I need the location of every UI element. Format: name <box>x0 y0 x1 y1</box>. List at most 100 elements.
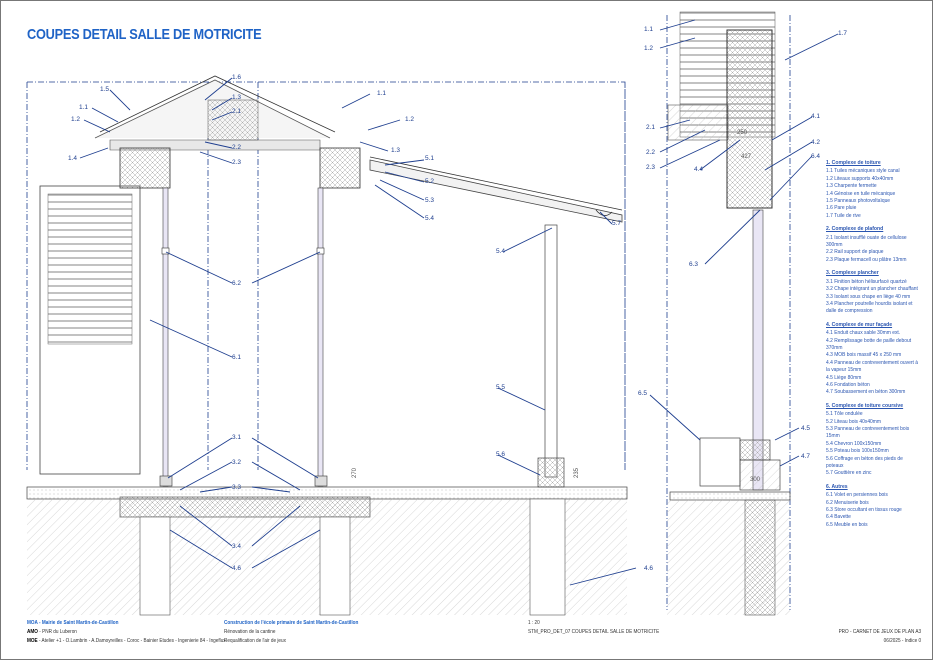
callout: 6.2 <box>232 280 241 287</box>
legend-item: 6.2 Menuiserie bois <box>826 499 869 506</box>
footer-scale: 1 : 20 <box>528 620 540 626</box>
callout: 5.2 <box>425 178 434 185</box>
footer-project: Construction de l'école primaire de Sain… <box>224 619 358 646</box>
legend-item: 4.5 Liège 80mm <box>826 374 862 381</box>
legend-item: 6.4 Bavette <box>826 514 851 521</box>
legend-item: 1.3 Charpente fermette <box>826 183 877 190</box>
callout: 4.4 <box>694 166 703 173</box>
roof-left <box>94 75 361 189</box>
legend-item: 5.2 Liteau bois 40x40mm <box>826 418 882 425</box>
wall-detail <box>667 11 781 491</box>
legend-item: 2.2 Rail support de plaque <box>826 249 884 256</box>
callout: 5.7 <box>612 220 621 227</box>
callout: 5.4 <box>496 248 505 255</box>
legend-item: 5.5 Poteau bois 100x150mm <box>826 448 889 455</box>
legend-item: 2.1 Isolant insufflé ouate de cellulose … <box>826 234 907 249</box>
callout: 6.4 <box>811 153 820 160</box>
callout: 1.7 <box>838 30 847 37</box>
legend-item: 1.5 Panneaux photovoltaïque <box>826 198 891 205</box>
callout: 6.5 <box>638 390 647 397</box>
dimension: 235 <box>574 467 580 478</box>
footer-amo-label: AMO <box>27 629 38 635</box>
legend-item: 4.1 Enduit chaux sable 30mm ext. <box>826 330 901 337</box>
callout: 5.3 <box>425 197 434 204</box>
callout: 2.1 <box>646 124 655 131</box>
legend-item: 5.1 Tôle ondulée <box>826 411 863 418</box>
callout: 2.3 <box>232 159 241 166</box>
callout: 5.5 <box>496 384 505 391</box>
legend-heading: 3. Complexe plancher <box>826 270 879 277</box>
legend-item: 6.3 Store occultant en tissus rouge <box>826 507 902 514</box>
dimension: 250 <box>737 130 748 136</box>
legend-item: 5.6 Coffrage en béton des pieds de potea… <box>826 455 903 470</box>
callout: 1.2 <box>405 116 414 123</box>
legend-item: 3.2 Chape intégrant un plancher chauffan… <box>826 286 918 293</box>
coursive-roof <box>369 156 623 488</box>
legend-heading: 2. Complexe de plafond <box>826 226 884 233</box>
callout: 1.3 <box>232 94 241 101</box>
callout: 4.1 <box>811 113 820 120</box>
dimension: 427 <box>741 154 752 160</box>
legend-item: 1.1 Tuiles mécaniques style canal <box>826 168 900 175</box>
legend-item: 4.6 Fondation béton <box>826 381 870 388</box>
callout: 1.2 <box>71 116 80 123</box>
footer-project-title: Construction de l'école primaire de Sain… <box>224 620 359 626</box>
legend-item: 4.7 Soubassement en béton 300mm <box>826 389 906 396</box>
callout: 1.3 <box>391 147 400 154</box>
window-frames <box>159 187 328 487</box>
legend-heading: 6. Autres <box>826 483 848 490</box>
legend-item: 6.5 Meuble en bois <box>826 521 868 528</box>
callout-labels: 1.5 1.1 1.2 1.4 1.6 1.3 2.1 2.2 2.3 1.1 … <box>68 26 847 572</box>
footer-phase: PRO - CARNET DE JEUX DE PLAN A3 06/2025 … <box>838 628 921 646</box>
footer-drawing-ref: 1 : 20 STM_PRO_DET_07 COUPES DETAIL SALL… <box>528 619 659 637</box>
ground-slab <box>26 486 791 616</box>
callout: 4.6 <box>644 565 653 572</box>
callout: 2.2 <box>646 149 655 156</box>
legend-item: 3.1 Finition béton hélisurfacé quartzé <box>826 278 907 285</box>
callout: 4.7 <box>801 453 810 460</box>
legend-item: 5.3 Panneau de contreventement bois 15mm <box>826 426 910 440</box>
legend-item: 5.4 Chevron 100x150mm <box>826 440 882 447</box>
shutter-panel <box>39 185 141 475</box>
callout: 1.1 <box>377 90 386 97</box>
legend-item: 4.3 MOB bois massif 45 x 250 mm <box>826 352 902 359</box>
callout: 4.6 <box>232 565 241 572</box>
callout: 5.6 <box>496 451 505 458</box>
callout: 1.4 <box>68 155 77 162</box>
legend-item: 3.3 Isolant sous chape en liège 40 mm <box>826 293 911 300</box>
footer-moe-label: MOE <box>27 638 38 644</box>
callout: 2.1 <box>232 108 241 115</box>
callout: 1.6 <box>232 74 241 81</box>
dimension-labels: 250 427 270 235 300 <box>352 130 761 483</box>
legend-item: 1.4 Génoise en tuile mécanique <box>826 190 896 197</box>
legend-item: 2.3 Plaque fermacell ou plâtre 13mm <box>826 256 907 263</box>
footer-ref: STM_PRO_DET_07 COUPES DETAIL SALLE DE MO… <box>528 629 660 635</box>
legend-item: 1.6 Pare pluie <box>826 205 857 212</box>
dimension: 300 <box>750 477 761 483</box>
leader-lines <box>79 19 839 586</box>
callout: 5.1 <box>425 155 434 162</box>
legend-item: 1.2 Liteaux supports 40x40mm <box>826 175 894 182</box>
callout: 1.1 <box>644 26 653 33</box>
callout: 6.1 <box>232 354 241 361</box>
legend-heading: 5. Complexe de toiture coursive <box>826 402 904 409</box>
footer-date: 06/2025 - Indice 0 <box>883 638 921 644</box>
dimension: 270 <box>352 467 358 478</box>
callout: 3.2 <box>232 459 241 466</box>
footer-moe: - Atelier +1 - O.Lambrin - A.Damoyreille… <box>37 638 226 644</box>
legend: 1. Complexe de toiture 1.1 Tuiles mécani… <box>826 160 918 529</box>
callout: 6.3 <box>689 261 698 268</box>
legend-item: 1.7 Tuile de rive <box>826 212 861 219</box>
legend-heading: 4. Complexe de mur façade <box>826 321 893 328</box>
legend-item: 3.4 Plancher poutrelle hourdis isolant e… <box>826 300 913 315</box>
callout: 2.3 <box>646 164 655 171</box>
footer-moa: MOA - Mairie de Saint Martin-de-Castillo… <box>27 620 119 626</box>
legend-item: 4.2 Remplissage botte de paille debout 3… <box>826 337 912 351</box>
legend-item: 4.4 Panneau de contreventement ouvert à … <box>826 359 918 374</box>
page-title: COUPES DETAIL SALLE DE MOTRICITE <box>27 26 262 43</box>
callout: 5.4 <box>425 215 434 222</box>
footer-line2: Requalification de l'air de jeux <box>224 638 286 644</box>
footer-amo: - PNR du Luberon <box>37 629 77 635</box>
footer-line1: Rénovation de la cantine <box>224 629 276 635</box>
